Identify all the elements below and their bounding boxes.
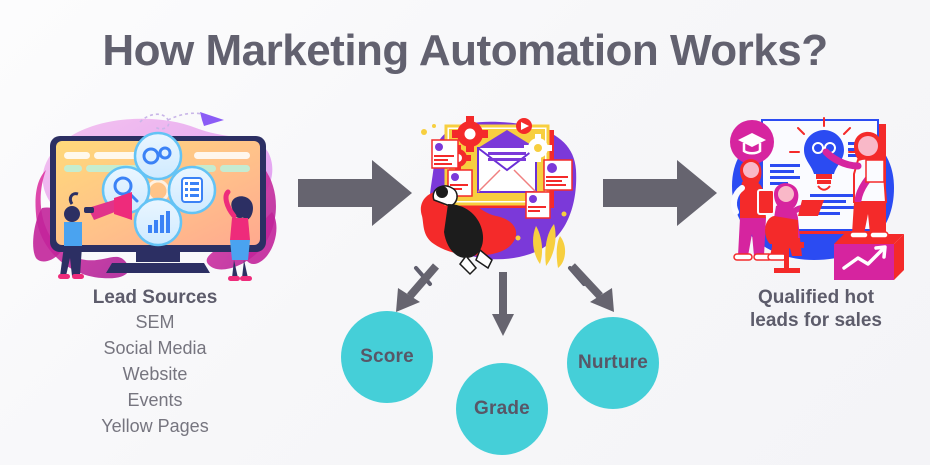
lightbulb-base: [816, 174, 832, 179]
person-torso: [230, 218, 250, 240]
caption-item-social-media: Social Media: [103, 338, 207, 358]
contact-card: [543, 159, 573, 191]
laptop: [798, 200, 824, 216]
play-button-glyph: [521, 122, 529, 130]
envelope-lines: [477, 169, 537, 193]
node-score-label: Score: [360, 346, 414, 367]
decorative-dot: [561, 211, 567, 217]
person-body: [444, 204, 484, 258]
person-torso: [64, 222, 82, 246]
person-shoe: [475, 248, 493, 270]
decorative-dot: [432, 124, 436, 128]
person-legs: [852, 202, 886, 234]
decorative-dot: [515, 235, 521, 241]
paper-plane-icon: [200, 112, 224, 126]
person-pointing: [223, 189, 253, 281]
caption-item-yellow-pages: Yellow Pages: [101, 416, 209, 436]
contact-card: [525, 191, 551, 219]
person-standing: [731, 159, 775, 261]
caption-qualified-leads: Qualified hot leads for sales: [716, 286, 916, 332]
screen-bar: [194, 152, 250, 159]
bar-chart-icon-glyph: [148, 211, 170, 233]
book: [757, 189, 775, 215]
node-grade-label: Grade: [474, 398, 530, 419]
person-skirt: [230, 240, 250, 260]
person-shoe: [849, 231, 869, 239]
lightbulb-base: [817, 185, 831, 191]
node-nurture[interactable]: Nurture: [567, 317, 659, 409]
person-shoe: [459, 254, 478, 276]
person-presenter: [822, 131, 889, 239]
screen-bar: [220, 165, 250, 172]
lightbulb-base: [817, 180, 831, 184]
podium-box-side: [894, 234, 904, 280]
chair-base: [774, 268, 800, 273]
screen-bar: [94, 152, 146, 159]
person-shoe: [869, 231, 889, 239]
caption-item-events: Events: [127, 390, 183, 410]
person-head: [778, 186, 794, 202]
chair-leg: [784, 248, 789, 270]
node-nurture-label: Nurture: [577, 352, 648, 373]
node-score[interactable]: Score: [341, 311, 433, 403]
illustration-lead-sources: [28, 108, 288, 288]
person-head: [743, 162, 759, 178]
caption-lead-sources-heading: Lead Sources: [92, 287, 218, 308]
monitor-base: [106, 263, 210, 273]
page-title: How Marketing Automation Works?: [102, 26, 828, 75]
person-head: [858, 136, 878, 156]
node-grade[interactable]: Grade: [456, 363, 548, 455]
illustration-qualified-leads: [718, 108, 913, 288]
person-head: [436, 186, 448, 198]
person-shoe: [733, 253, 753, 261]
podium-box-top: [834, 234, 904, 244]
person-legs: [738, 218, 766, 256]
person-arm: [822, 148, 862, 170]
caption-qualified-leads-line2: leads for sales: [749, 310, 883, 331]
arrow-automation-to-score: [388, 262, 448, 322]
illustration-marketing-automation: [408, 108, 598, 288]
decorative-leaves: [533, 224, 566, 268]
envelope-text-line: [488, 158, 526, 161]
clipboard: [865, 159, 885, 183]
envelope-text-line: [488, 152, 526, 155]
screen-bar: [64, 152, 90, 159]
arrow-automation-to-grade: [492, 272, 514, 343]
person-reclining: [432, 185, 493, 276]
screen-bar: [64, 165, 82, 172]
caption-item-website: Website: [122, 364, 188, 384]
caption-item-sem: SEM: [135, 312, 175, 332]
arrow-lead-sources-to-automation: [298, 158, 414, 228]
caption-qualified-leads-line1: Qualified hot: [757, 287, 875, 308]
caption-lead-sources: Lead Sources SEM Social Media Website Ev…: [35, 286, 275, 439]
envelope-flap: [478, 130, 536, 148]
contact-card: [431, 139, 459, 169]
person-legs: [60, 246, 82, 276]
gear-icon-white: [524, 134, 552, 162]
gears-icon-glyph: [142, 146, 172, 165]
person-with-megaphone: [58, 192, 132, 279]
person-head: [64, 206, 80, 222]
decorative-dot: [421, 129, 427, 135]
person-seated: [765, 183, 824, 273]
chair-seat: [772, 242, 804, 248]
person-shoe: [767, 253, 787, 261]
person-arm: [731, 185, 745, 215]
chair-back: [765, 216, 798, 244]
graduation-cap-icon: [742, 143, 762, 155]
gear-icon-large: [452, 116, 488, 152]
dotted-trail: [167, 112, 203, 121]
arrow-automation-to-nurture: [562, 262, 622, 322]
arrow-automation-to-qualified-leads: [603, 158, 719, 228]
growth-arrow-icon: [842, 245, 887, 270]
